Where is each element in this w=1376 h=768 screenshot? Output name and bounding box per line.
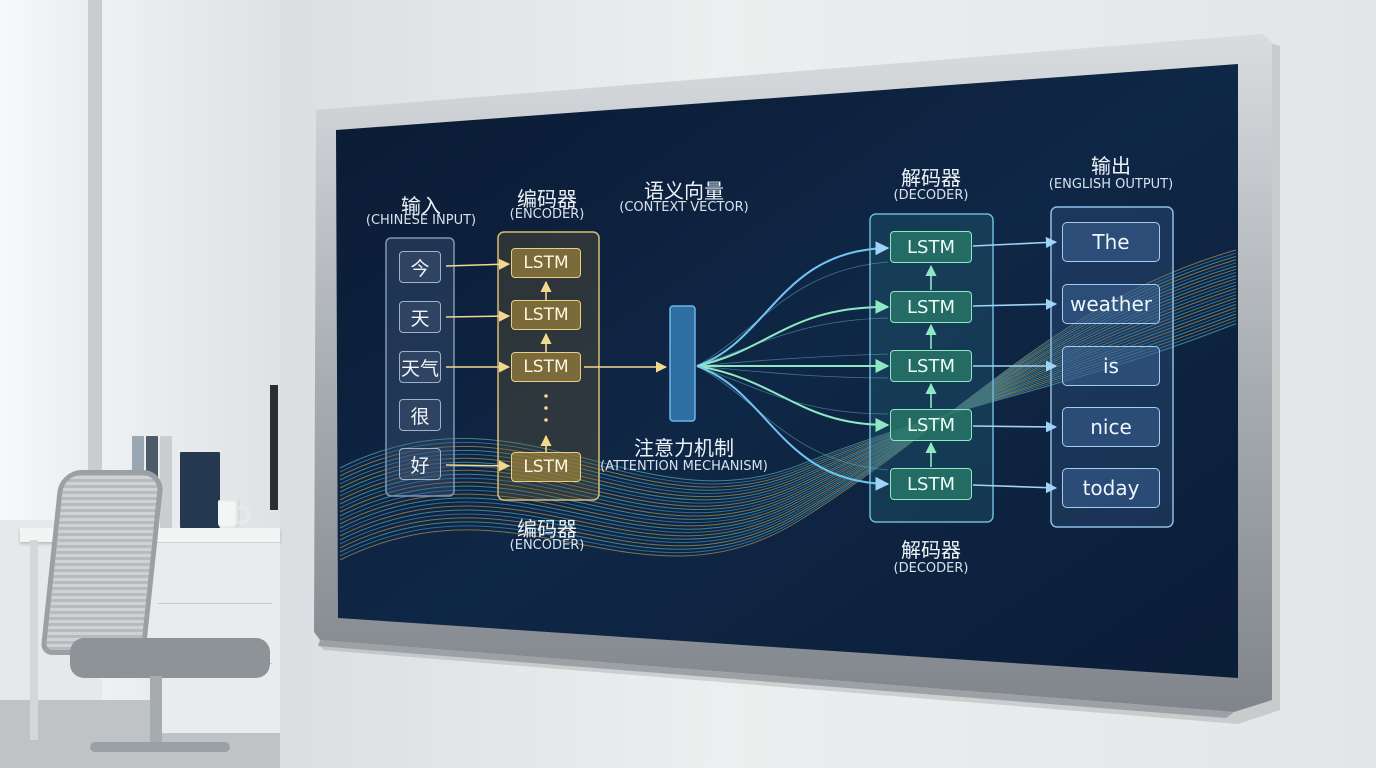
- output-token: weather: [1062, 284, 1160, 324]
- background-wave: [339, 278, 1237, 527]
- decoder-lstm-cell: LSTM: [890, 231, 972, 263]
- decoder-bottom-subtitle: (DECODER): [893, 561, 969, 576]
- mug: [218, 500, 250, 528]
- output-token: is: [1062, 346, 1160, 386]
- input-title: 输入: [401, 194, 441, 218]
- background-wave: [339, 255, 1237, 553]
- decoder-title: 解码器: [901, 166, 961, 190]
- desk-leg: [30, 540, 38, 740]
- encoder-lstm-cell: LSTM: [511, 352, 581, 382]
- output-token: nice: [1062, 407, 1160, 447]
- decoder-lstm-cell: LSTM: [890, 468, 972, 500]
- office-chair-seat: [70, 638, 270, 678]
- office-chair-stem: [150, 676, 162, 746]
- background-wave: [339, 281, 1237, 524]
- input-arrows: [445, 258, 511, 472]
- input-token: 今: [399, 251, 441, 283]
- input-subtitle: (CHINESE INPUT): [365, 213, 477, 228]
- context-vector-subtitle: (CONTEXT VECTOR): [619, 200, 749, 215]
- decoder-bottom-title: 解码器: [901, 538, 961, 562]
- encoder-bottom-title: 编码器: [517, 517, 577, 541]
- background-wave: [339, 284, 1237, 520]
- output-arrows: [972, 236, 1058, 494]
- office-chair-base: [90, 742, 230, 752]
- output-title: 输出: [1091, 154, 1131, 178]
- output-token: today: [1062, 468, 1160, 508]
- encoder-lstm-cell: LSTM: [511, 300, 581, 330]
- window: [0, 0, 90, 520]
- drawer-cabinet: [150, 542, 280, 733]
- monitor: [270, 385, 278, 510]
- attention-curves: [696, 241, 890, 491]
- window-frame: [88, 0, 102, 530]
- encoder-ellipsis: [544, 394, 548, 422]
- encoder-title: 编码器: [517, 187, 577, 211]
- background-wave: [339, 275, 1237, 530]
- background-wave: [339, 271, 1237, 533]
- encoder-bottom-subtitle: (ENCODER): [509, 538, 585, 553]
- encoder-subtitle: (ENCODER): [509, 207, 585, 222]
- input-token: 很: [399, 399, 441, 431]
- background-wave: [339, 268, 1237, 537]
- background-wave: [339, 265, 1237, 541]
- decoder-lstm-cell: LSTM: [890, 291, 972, 323]
- decoder-subtitle: (DECODER): [893, 188, 969, 203]
- board-screen: [336, 64, 1238, 678]
- background-wave: [339, 259, 1237, 549]
- decoder-lstm-cell: LSTM: [890, 409, 972, 441]
- input-token: 好: [399, 448, 441, 480]
- binder: [160, 436, 172, 528]
- attention-subtitle: (ATTENTION MECHANISM): [600, 459, 768, 474]
- output-subtitle: (ENGLISH OUTPUT): [1048, 177, 1174, 192]
- context-vector-bar: [669, 305, 696, 422]
- encoder-lstm-cell: LSTM: [511, 452, 581, 482]
- decoder-lstm-cell: LSTM: [890, 350, 972, 382]
- book: [180, 452, 220, 528]
- input-token: 天: [399, 301, 441, 333]
- background-wave: [339, 262, 1237, 545]
- encoder-lstm-cell: LSTM: [511, 248, 581, 278]
- attention-title: 注意力机制: [634, 436, 734, 460]
- attention-strands: [696, 261, 889, 471]
- output-token: The: [1062, 222, 1160, 262]
- input-token: 天气: [399, 351, 441, 383]
- context-vector-title: 语义向量: [644, 179, 724, 203]
